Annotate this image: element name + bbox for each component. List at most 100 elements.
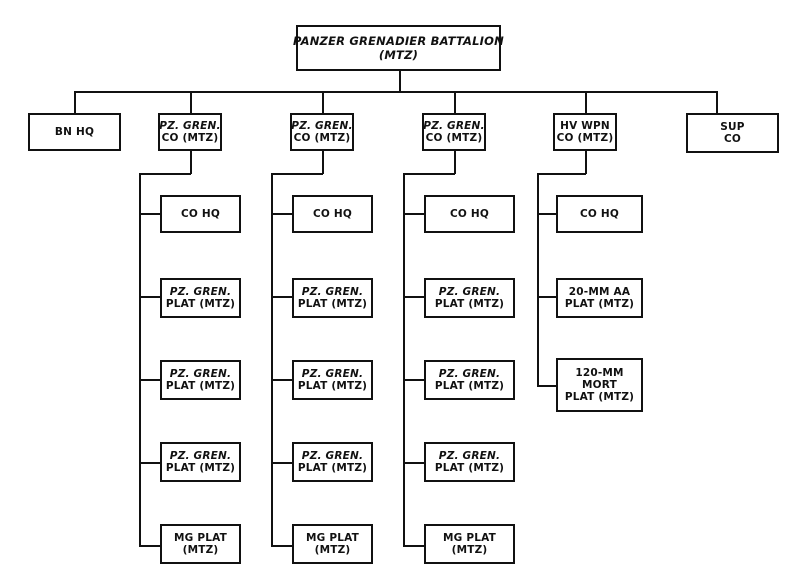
company-label: PZ. GREN. xyxy=(291,120,353,132)
connector-line xyxy=(403,173,455,175)
platoon-label: PLAT (MTZ) xyxy=(434,298,505,310)
platoon-label: MORT xyxy=(582,379,617,391)
connector-line xyxy=(139,462,161,464)
connector-line xyxy=(271,296,293,298)
platoon-label: 120-MM xyxy=(575,367,624,379)
platoon-box: CO HQ xyxy=(556,195,643,233)
connector-line xyxy=(139,173,191,175)
platoon-box: PZ. GREN. PLAT (MTZ) xyxy=(160,442,241,482)
connector-line xyxy=(139,213,161,215)
connector-line xyxy=(322,150,324,174)
platoon-label: (MTZ) xyxy=(451,544,488,556)
platoon-box: CO HQ xyxy=(160,195,241,233)
connector-line xyxy=(403,462,425,464)
platoon-label: MG PLAT xyxy=(174,532,227,544)
connector-line xyxy=(585,91,587,114)
platoon-label: PLAT (MTZ) xyxy=(165,462,236,474)
connector-line xyxy=(271,213,293,215)
battalion-title: PANZER GRENADIER BATTALION xyxy=(293,34,504,48)
company-label: HV WPN xyxy=(560,120,610,132)
connector-line xyxy=(322,91,324,114)
company-box-sup: SUP CO xyxy=(686,113,779,153)
company-label: CO (MTZ) xyxy=(425,132,483,144)
connector-line xyxy=(454,150,456,174)
platoon-label: PLAT (MTZ) xyxy=(297,462,368,474)
battalion-box: PANZER GRENADIER BATTALION (MTZ) xyxy=(293,25,504,71)
company-box-hv-wpn: HV WPN CO (MTZ) xyxy=(553,113,617,151)
connector-line xyxy=(537,296,557,298)
company-box-gren-3: PZ. GREN. CO (MTZ) xyxy=(422,113,486,151)
connector-line xyxy=(271,545,293,547)
platoon-label: PLAT (MTZ) xyxy=(165,380,236,392)
connector-line xyxy=(537,385,557,387)
connector-line xyxy=(537,173,539,386)
connector-line xyxy=(399,70,401,92)
platoon-label: MG PLAT xyxy=(306,532,359,544)
platoon-box: MG PLAT (MTZ) xyxy=(424,524,515,564)
connector-line xyxy=(139,173,141,546)
platoon-box: MG PLAT (MTZ) xyxy=(160,524,241,564)
platoon-box: CO HQ xyxy=(292,195,373,233)
platoon-label: PZ. GREN. xyxy=(438,368,501,380)
platoon-box: PZ. GREN. PLAT (MTZ) xyxy=(424,442,515,482)
platoon-label: PZ. GREN. xyxy=(301,450,364,462)
company-label: CO (MTZ) xyxy=(556,132,614,144)
platoon-label: PZ. GREN. xyxy=(438,450,501,462)
connector-line xyxy=(716,91,718,114)
platoon-label: MG PLAT xyxy=(443,532,496,544)
platoon-box: MG PLAT (MTZ) xyxy=(292,524,373,564)
platoon-label: PZ. GREN. xyxy=(169,286,232,298)
connector-line xyxy=(403,545,425,547)
connector-line xyxy=(139,545,161,547)
platoon-label: PLAT (MTZ) xyxy=(434,380,505,392)
company-label: BN HQ xyxy=(54,126,95,138)
platoon-box: PZ. GREN. PLAT (MTZ) xyxy=(424,278,515,318)
connector-line xyxy=(271,462,293,464)
company-label: CO (MTZ) xyxy=(161,132,219,144)
platoon-label: PZ. GREN. xyxy=(301,368,364,380)
connector-line xyxy=(74,91,717,93)
connector-line xyxy=(403,213,425,215)
platoon-box: CO HQ xyxy=(424,195,515,233)
connector-line xyxy=(190,150,192,174)
platoon-label: CO HQ xyxy=(312,208,352,220)
connector-line xyxy=(454,91,456,114)
connector-line xyxy=(403,173,405,546)
platoon-label: PZ. GREN. xyxy=(301,286,364,298)
platoon-label: PLAT (MTZ) xyxy=(297,298,368,310)
connector-line xyxy=(403,379,425,381)
connector-line xyxy=(271,173,273,546)
company-label: SUP xyxy=(720,121,745,133)
platoon-box: PZ. GREN. PLAT (MTZ) xyxy=(292,278,373,318)
connector-line xyxy=(403,296,425,298)
connector-line xyxy=(139,296,161,298)
company-box-bn-hq: BN HQ xyxy=(28,113,121,151)
connector-line xyxy=(139,379,161,381)
platoon-label: (MTZ) xyxy=(182,544,219,556)
battalion-subtitle: (MTZ) xyxy=(378,48,419,62)
platoon-box: 120-MM MORT PLAT (MTZ) xyxy=(556,358,643,412)
platoon-label: CO HQ xyxy=(180,208,220,220)
platoon-label: PLAT (MTZ) xyxy=(564,391,635,403)
company-label: PZ. GREN. xyxy=(159,120,221,132)
connector-line xyxy=(271,379,293,381)
company-label: CO xyxy=(723,133,742,145)
connector-line xyxy=(585,150,587,174)
company-label: CO (MTZ) xyxy=(293,132,351,144)
platoon-label: PZ. GREN. xyxy=(169,450,232,462)
platoon-label: PZ. GREN. xyxy=(438,286,501,298)
platoon-label: PLAT (MTZ) xyxy=(564,298,635,310)
platoon-label: PLAT (MTZ) xyxy=(165,298,236,310)
connector-line xyxy=(537,213,557,215)
company-box-gren-2: PZ. GREN. CO (MTZ) xyxy=(290,113,354,151)
company-label: PZ. GREN. xyxy=(423,120,485,132)
platoon-box: PZ. GREN. PLAT (MTZ) xyxy=(292,442,373,482)
platoon-box: PZ. GREN. PLAT (MTZ) xyxy=(160,360,241,400)
platoon-label: PLAT (MTZ) xyxy=(297,380,368,392)
platoon-box: PZ. GREN. PLAT (MTZ) xyxy=(160,278,241,318)
platoon-box: PZ. GREN. PLAT (MTZ) xyxy=(292,360,373,400)
connector-line xyxy=(74,91,76,114)
platoon-label: (MTZ) xyxy=(314,544,351,556)
platoon-label: CO HQ xyxy=(449,208,489,220)
platoon-box: PZ. GREN. PLAT (MTZ) xyxy=(424,360,515,400)
